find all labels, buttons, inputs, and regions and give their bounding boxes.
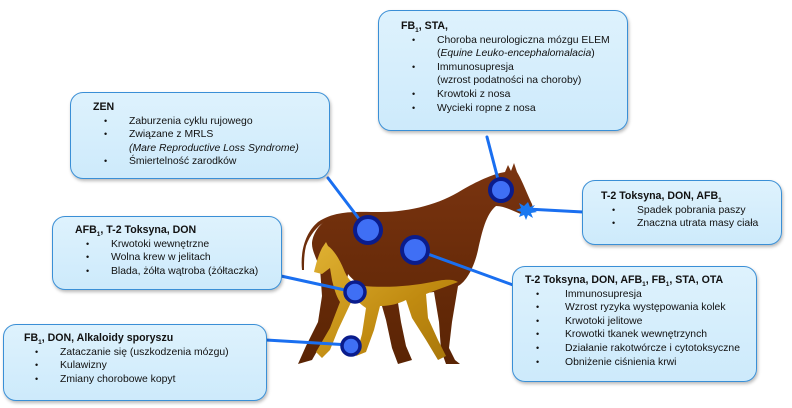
- list-item: Krwotoki wewnętrzne: [75, 238, 281, 252]
- connector-fb1-don-alkaloidy: [264, 338, 352, 347]
- marker-foal-hoof: [340, 335, 362, 357]
- list-item-continuation: (Mare Reproductive Loss Syndrome): [129, 142, 299, 154]
- list-item: Kulawizny: [24, 359, 266, 373]
- callout-title: AFB1, T-2 Toksyna, DON: [75, 224, 197, 238]
- markers: [340, 177, 537, 357]
- list-item: Zataczanie się (uszkodzenia mózgu): [24, 346, 266, 360]
- marker-mare-nose-burst-icon: [516, 202, 537, 220]
- list-item: Wzrost ryzyka występowania kolek: [525, 301, 756, 315]
- list-item: Zaburzenia cyklu rujowego: [93, 115, 329, 129]
- list-item: Wycieki ropne z nosa: [401, 102, 627, 116]
- foal-body: [314, 242, 458, 360]
- callout-title: T-2 Toksyna, DON, AFB1, FB1, STA, OTA: [525, 274, 724, 288]
- marker-foal-body: [343, 280, 367, 304]
- foal-silhouette: [314, 242, 458, 360]
- callout-t2-don-afb1-fb1-sta-ota: T-2 Toksyna, DON, AFB1, FB1, STA, OTA Im…: [512, 266, 757, 382]
- callout-fb1-sta: FB1, STA, Choroba neurologiczna mózgu EL…: [378, 10, 628, 131]
- connector-afb1-t2-don: [279, 274, 356, 294]
- callout-fb1-don-alkaloidy: FB1, DON, Alkaloidy sporyszu Zataczanie …: [3, 324, 267, 401]
- list-item: Znaczna utrata masy ciała: [601, 217, 781, 231]
- list-item-continuation: (Equine Leuko-encephalomalacia): [437, 48, 595, 60]
- list-item: Immunosupresja: [401, 61, 627, 75]
- connector-t2-don-afb1-fb1-sta-ota: [412, 247, 515, 287]
- list-item: Krowotki tkanek wewnętrzynch: [525, 328, 756, 342]
- list-item: Krowtoki z nosa: [401, 88, 627, 102]
- marker-mare-head: [488, 177, 514, 203]
- list-item: Krwotoki jelitowe: [525, 315, 756, 329]
- callout-afb1-t2-don: AFB1, T-2 Toksyna, DON Krwotoki wewnętrz…: [52, 216, 282, 290]
- list-item-continuation: (wzrost podatności na choroby): [437, 75, 582, 87]
- connector-t2-don-afb1: [525, 207, 585, 214]
- list-item: Obniżenie ciśnienia krwi: [525, 356, 756, 370]
- callout-title: ZEN: [93, 101, 115, 113]
- list-item: Zmiany chorobowe kopyt: [24, 373, 266, 387]
- callout-zen: ZEN Zaburzenia cyklu rujowego Związane z…: [70, 92, 330, 179]
- list-item: Immunosupresja: [525, 288, 756, 302]
- marker-mare-back: [353, 215, 383, 245]
- list-item: Choroba neurologiczna mózgu ELEM: [401, 34, 627, 48]
- callout-t2-don-afb1: T-2 Toksyna, DON, AFB1 Spadek pobrania p…: [582, 180, 782, 245]
- list-item: Związane z MRLS: [93, 128, 329, 142]
- callout-title: T-2 Toksyna, DON, AFB1: [601, 190, 722, 204]
- callout-title: FB1, DON, Alkaloidy sporyszu: [24, 332, 174, 346]
- marker-mare-belly: [400, 235, 430, 265]
- list-item: Wolna krew w jelitach: [75, 251, 281, 265]
- list-item: Blada, żółta wątroba (żółtaczka): [75, 265, 281, 279]
- list-item: Działanie rakotwórcze i cytotoksyczne: [525, 342, 756, 356]
- callout-title: FB1, STA,: [401, 20, 448, 34]
- list-item: Śmiertelność zarodków: [93, 155, 329, 169]
- list-item: Spadek pobrania paszy: [601, 204, 781, 218]
